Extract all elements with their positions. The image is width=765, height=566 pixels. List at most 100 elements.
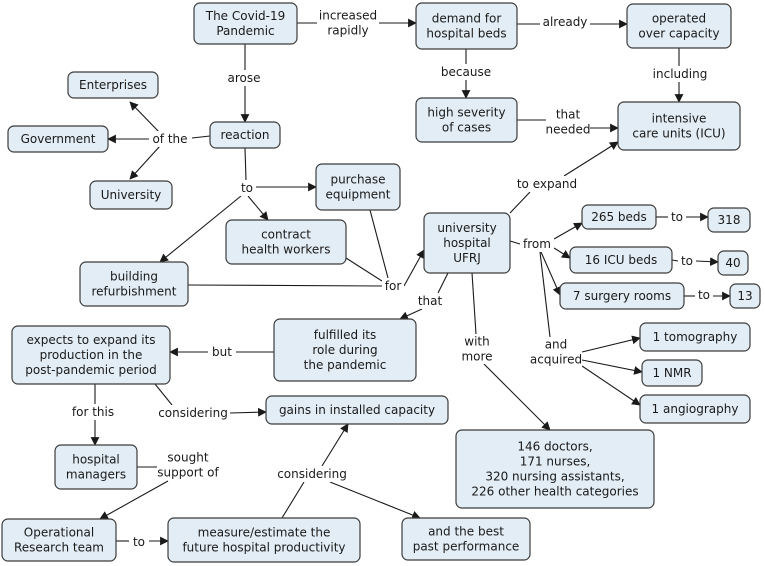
link-label-considering-2: considering — [275, 466, 349, 482]
concept-node-box — [707, 207, 751, 233]
text-line: operated — [652, 12, 706, 26]
connector-line — [321, 423, 349, 467]
text-line: Pandemic — [216, 24, 274, 38]
concept-node-box — [67, 71, 159, 99]
text-line: Enterprises — [79, 78, 147, 92]
text-line: 146 doctors, — [517, 440, 592, 454]
concept-node-beds265: 265 beds — [581, 204, 657, 230]
concept-node-box — [315, 163, 401, 211]
connector-line — [159, 195, 242, 263]
text-line: including — [653, 67, 708, 81]
link-label-that: that — [415, 293, 445, 309]
connector-line — [581, 359, 643, 375]
concept-node-box — [225, 219, 347, 265]
text-line: purchase — [330, 173, 385, 187]
concept-node-box — [569, 246, 673, 274]
concept-node-box — [1, 518, 117, 562]
connector-line — [345, 257, 383, 282]
text-line: to — [681, 254, 693, 268]
text-line: production in the — [40, 348, 143, 362]
link-label-to-40: to — [678, 253, 696, 269]
link-label-background — [530, 337, 582, 367]
concept-node-gains: gains in installed capacity — [265, 395, 449, 425]
text-line: hospital beds — [426, 27, 506, 41]
link-label-background — [649, 66, 711, 82]
link-label-background — [678, 253, 696, 269]
concept-node-box — [415, 2, 518, 50]
concept-node-box — [7, 125, 109, 153]
concept-node-icu40: 40 — [717, 250, 749, 276]
concept-node-box — [209, 121, 281, 149]
link-label-background — [415, 293, 445, 309]
connector-line — [247, 195, 269, 221]
concept-node-box — [641, 359, 703, 387]
link-label-arose: arose — [224, 70, 264, 86]
connector-line — [244, 147, 247, 181]
link-label-background — [668, 209, 686, 225]
connector-line — [553, 222, 583, 240]
text-line: refurbishment — [91, 285, 176, 299]
text-line: 265 beds — [591, 210, 647, 224]
text-line: equipment — [326, 188, 391, 202]
text-line: post-pandemic period — [25, 363, 156, 377]
text-line: support of — [157, 466, 219, 480]
link-label-to-measure: to — [129, 534, 149, 550]
text-line: over capacity — [638, 27, 719, 41]
connector-line — [509, 240, 521, 245]
text-line: of the — [152, 132, 187, 146]
text-line: considering — [158, 406, 228, 420]
connector-line — [540, 251, 561, 296]
text-line: already — [543, 15, 588, 29]
text-line: 7 surgery rooms — [573, 289, 671, 303]
link-label-background — [695, 287, 713, 303]
text-line: of cases — [442, 121, 491, 135]
link-label-background — [66, 404, 120, 420]
link-label-background — [157, 450, 219, 480]
concept-node-box — [455, 429, 655, 509]
text-line: future hospital productivity — [182, 541, 345, 555]
text-line: building — [110, 270, 158, 284]
link-label-background — [546, 107, 590, 137]
text-line: The Covid-19 — [205, 9, 286, 23]
connector-line — [539, 251, 551, 338]
text-line: expects to expand its — [26, 333, 155, 347]
link-label-considering-1: considering — [156, 405, 230, 421]
link-label-background — [224, 70, 264, 86]
concept-node-box — [626, 3, 732, 49]
concept-node-box — [717, 250, 749, 276]
connector-line — [471, 272, 477, 335]
connector-line — [581, 365, 641, 406]
concept-node-box — [167, 517, 361, 563]
link-label-but: but — [208, 344, 236, 360]
text-line: 226 other health categories — [471, 485, 638, 499]
concept-node-box — [559, 282, 685, 310]
connector-line — [329, 481, 421, 520]
concept-node-angiography: 1 angiography — [639, 394, 751, 424]
link-label-background — [156, 405, 230, 421]
text-line: acquired — [530, 353, 582, 367]
text-line: contract — [261, 228, 311, 242]
connector-line — [553, 247, 571, 259]
connector-line — [187, 284, 383, 287]
text-line: 320 nursing assistants, — [485, 470, 624, 484]
text-line: considering — [277, 467, 347, 481]
text-line: arose — [228, 71, 261, 85]
text-line: hospital — [72, 453, 120, 467]
link-label-because: because — [438, 64, 494, 80]
link-label-background — [514, 176, 580, 192]
text-line: 13 — [737, 289, 752, 303]
text-line: for this — [72, 405, 114, 419]
text-line: 1 NMR — [652, 366, 691, 380]
